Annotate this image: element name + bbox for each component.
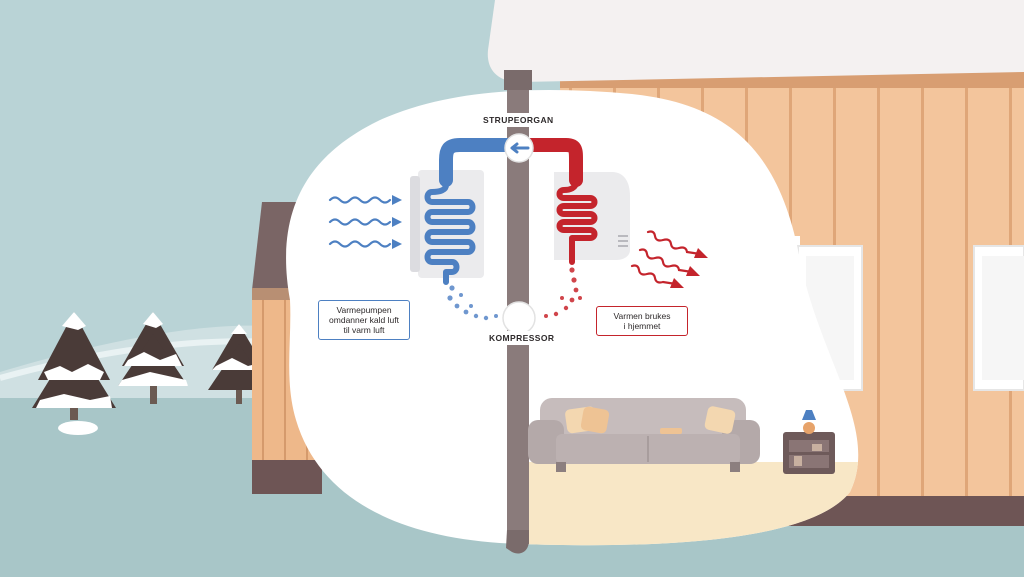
cold-air-arrows-icon [328, 195, 402, 249]
pine-tree [32, 312, 116, 435]
cold-pipe [424, 142, 513, 285]
evaporator-grille [410, 176, 420, 272]
throttle-label: STRUPEORGAN [478, 113, 559, 127]
hot-dots [544, 267, 582, 318]
cold-dots [447, 285, 498, 321]
window [973, 245, 1024, 391]
side-table [783, 410, 835, 474]
compressor [502, 301, 536, 335]
caption-cold-side: Varmepumpen omdanner kald luft til varm … [318, 300, 410, 340]
drain-pipe-bottom [506, 530, 529, 554]
drain-pipe-top [504, 70, 532, 90]
sofa [528, 398, 760, 472]
pine-tree [118, 312, 188, 404]
house-roof-snow [487, 0, 1024, 82]
compressor-label: KOMPRESSOR [484, 331, 560, 345]
warm-air-arrows-icon [630, 230, 708, 288]
indoor-unit-vent [618, 235, 628, 247]
throttle-arrow-icon [510, 142, 530, 154]
caption-warm-side: Varmen brukes i hjemmet [596, 306, 688, 336]
